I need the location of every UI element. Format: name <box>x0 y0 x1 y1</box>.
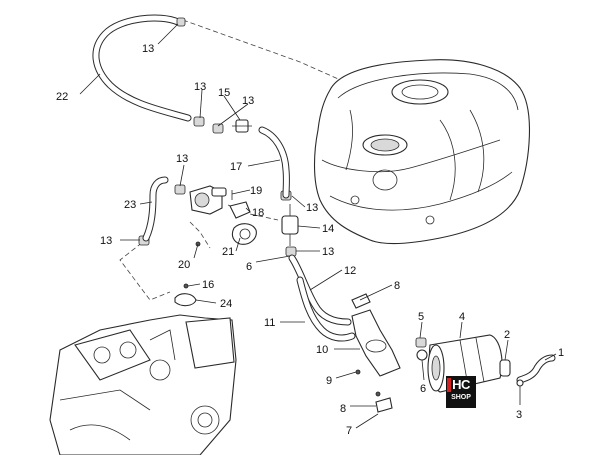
callout-9: 9 <box>326 375 332 387</box>
callout-5: 5 <box>418 311 424 323</box>
callout-15: 15 <box>218 87 230 99</box>
callout-8: 8 <box>340 403 346 415</box>
callout-20: 20 <box>178 259 190 271</box>
hc-shop-logo: HC SHOP <box>446 376 476 408</box>
callout-13: 13 <box>142 43 154 55</box>
callout-19: 19 <box>250 185 262 197</box>
engine-block <box>49 314 237 455</box>
callout-13: 13 <box>100 235 112 247</box>
hose-22 <box>92 14 192 122</box>
callout-13: 13 <box>306 202 318 214</box>
callout-3: 3 <box>516 409 522 421</box>
logo-text-shop: SHOP <box>451 394 471 401</box>
callout-14: 14 <box>322 223 334 235</box>
callout-12: 12 <box>344 265 356 277</box>
hose-12 <box>288 254 352 326</box>
callout-labels: 22 13 13 15 13 17 13 19 23 18 13 14 13 1… <box>56 43 564 437</box>
callout-13: 13 <box>194 81 206 93</box>
callout-18: 18 <box>252 207 264 219</box>
callout-21: 21 <box>222 246 234 258</box>
valve-assembly <box>189 185 257 247</box>
callout-13: 13 <box>242 95 254 107</box>
hose-23 <box>142 176 169 242</box>
callout-13: 13 <box>176 153 188 165</box>
leader-lines <box>79 23 557 429</box>
callout-7: 7 <box>346 425 352 437</box>
callout-8: 8 <box>394 280 400 292</box>
logo-accent-bar <box>447 378 451 392</box>
callout-4: 4 <box>459 311 465 323</box>
callout-16: 16 <box>202 279 214 291</box>
callout-6: 6 <box>420 383 426 395</box>
assembly-guide-lines <box>119 19 346 301</box>
callout-2: 2 <box>504 329 510 341</box>
callout-24: 24 <box>220 298 232 310</box>
logo-text-hc: HC <box>452 377 470 392</box>
callout-22: 22 <box>56 91 68 103</box>
connector-15 <box>232 119 252 133</box>
callout-1: 1 <box>558 347 564 359</box>
hose-11 <box>296 276 356 342</box>
callout-17: 17 <box>230 161 242 173</box>
callout-11: 11 <box>264 317 275 329</box>
filter-14 <box>281 204 299 246</box>
callout-13: 13 <box>322 246 334 258</box>
fuel-tank <box>314 59 531 245</box>
callout-10: 10 <box>316 344 328 356</box>
callout-23: 23 <box>124 199 136 211</box>
callout-6: 6 <box>246 261 252 273</box>
hose-17 <box>258 126 290 199</box>
clamp-16-24 <box>174 283 197 307</box>
